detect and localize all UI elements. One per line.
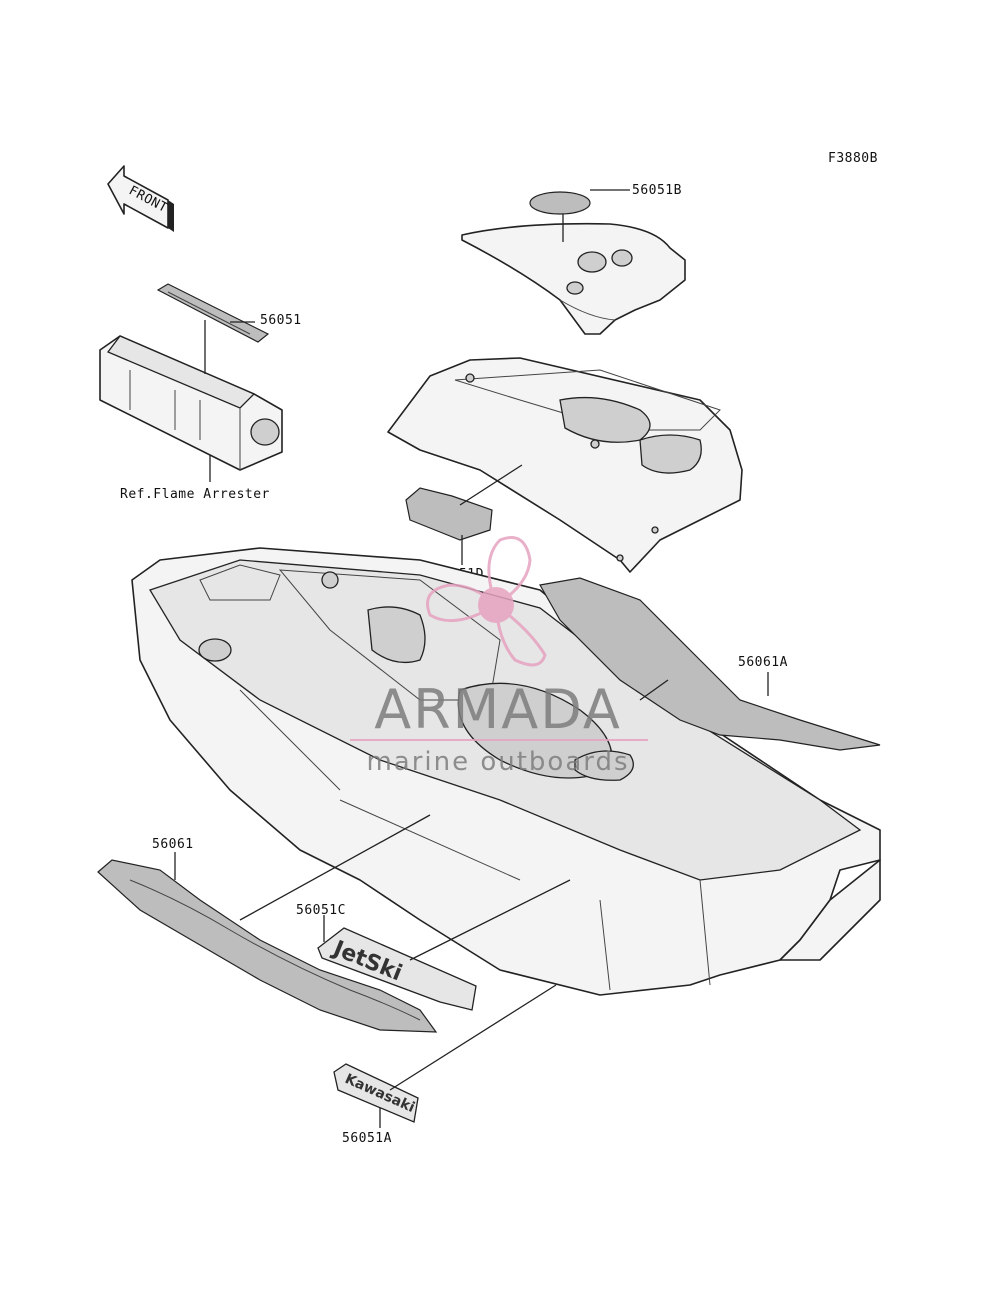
label-56061: 56061	[152, 837, 194, 852]
decal-56051d	[405, 487, 493, 541]
handle-cover	[461, 191, 686, 335]
label-56051b: 56051B	[632, 183, 682, 198]
watermark-title: ARMADA	[374, 678, 622, 741]
label-56051c: 56051C	[296, 903, 346, 918]
decal-56061a	[539, 577, 881, 751]
deck-cover	[387, 357, 743, 573]
decal-56061	[97, 859, 438, 1033]
label-56051a: 56051A	[342, 1131, 392, 1146]
figure-code: F3880B	[828, 151, 878, 166]
propeller-icon	[426, 536, 547, 667]
front-arrow-icon: FRONT	[107, 165, 174, 232]
watermark-subtitle: marine outboards	[366, 747, 629, 777]
armada-watermark: ARMADA marine outboards	[350, 536, 648, 777]
label-56051: 56051	[260, 313, 302, 328]
label-56061a: 56061A	[738, 655, 788, 670]
flame-arrester	[99, 283, 283, 471]
label-ref-flame-arrester: Ref.Flame Arrester	[120, 487, 270, 502]
propeller-hub	[478, 587, 514, 623]
decal-56051a-kawasaki: Kawasaki	[333, 1063, 419, 1123]
hull	[131, 547, 881, 996]
